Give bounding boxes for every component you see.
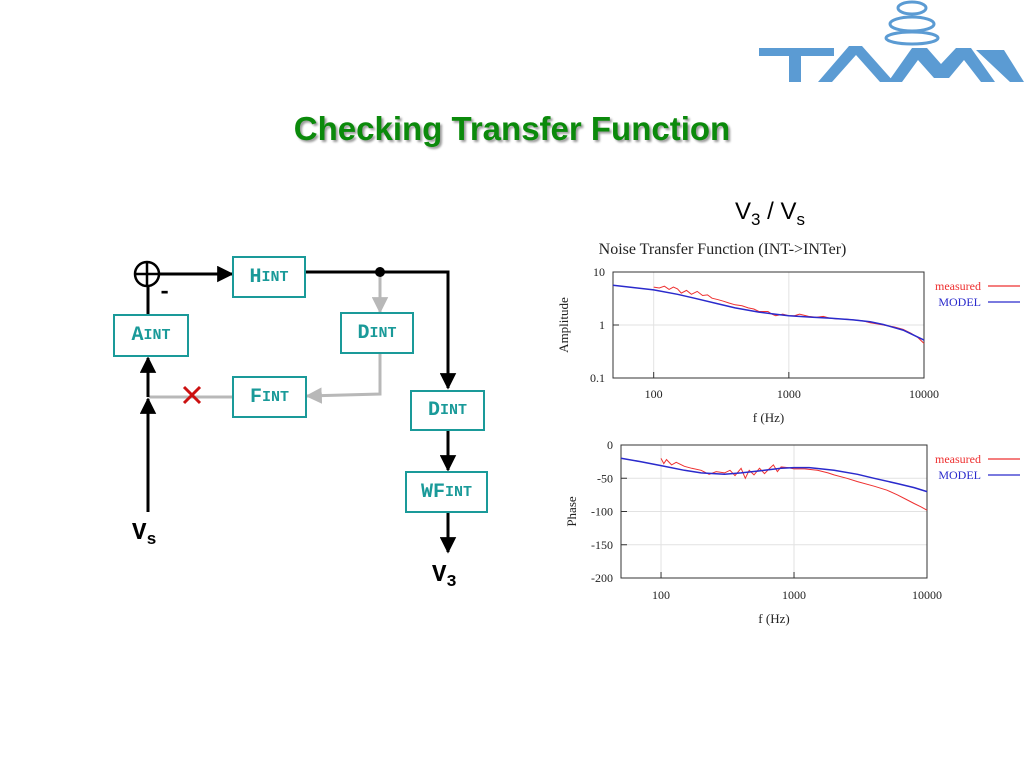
logo-stem (789, 54, 801, 82)
amplitude-plot: 100 1000 10000 10 1 0.1 Noise Transfer Functio… (556, 241, 1020, 425)
x-tick-label-1: 1000 (782, 588, 806, 602)
input-signal-main: V (132, 520, 147, 547)
ratio-num-sub: 3 (751, 210, 761, 229)
wire-dint-to-fint (305, 354, 382, 404)
tama-logo (759, 0, 1024, 82)
legend-label-measured: measured (935, 452, 981, 466)
series-line-model (612, 284, 925, 341)
ratio-den-main: V (780, 198, 797, 225)
output-signal-main: V (432, 562, 447, 589)
summer-minus-sign: - (158, 280, 172, 305)
x-axis-label: f (Hz) (753, 410, 784, 425)
y-tick-label-0: 10 (593, 265, 605, 279)
block-h-int-main: H (249, 265, 262, 289)
y-tick-label-4: -200 (591, 571, 613, 585)
chart-title: Noise Transfer Function (INT->INTer) (599, 241, 847, 258)
legend-label-measured: measured (935, 279, 981, 293)
block-wf-int-sub: INT (445, 483, 473, 501)
y-tick-label-2: 0.1 (590, 371, 605, 385)
block-d-int-feedback-sub: INT (369, 324, 397, 342)
x-axis-label: f (Hz) (758, 611, 789, 626)
series-line-measured (660, 458, 928, 511)
branch-node (375, 267, 385, 277)
y-axis-label: Amplitude (556, 297, 571, 353)
logo-arch-1 (818, 46, 894, 82)
phase-plot: 100 1000 10000 0 -50 -100 -150 -200 f (Hz) Phase m… (564, 438, 1020, 626)
logo-arch-2 (888, 48, 995, 82)
output-signal-label: V3 (432, 562, 457, 592)
series-line-model (620, 457, 928, 493)
logo-ring-3 (884, 30, 940, 46)
logo-arch-3 (976, 50, 1024, 82)
cut-mark-icon (182, 385, 202, 405)
x-tick-label-2: 10000 (909, 387, 939, 401)
plot-frame (620, 444, 928, 579)
block-diagram (133, 260, 457, 554)
block-wf-int-main: WF (420, 480, 445, 504)
y-tick-label-1: -50 (597, 471, 613, 485)
wire-hint-forward (306, 270, 457, 390)
x-tick-label-2: 10000 (912, 588, 942, 602)
logo-bar-left (759, 48, 834, 56)
legend-label-model: MODEL (938, 468, 981, 482)
input-signal-sub: s (146, 531, 157, 550)
plot-frame (612, 271, 925, 379)
y-tick-label-0: 0 (607, 438, 613, 452)
transfer-ratio-label: V3 / Vs (735, 198, 806, 229)
y-axis-label: Phase (564, 496, 579, 527)
block-d-int-forward-main: D (427, 399, 440, 422)
block-d-int-feedback-main: D (357, 321, 370, 345)
x-tick-label-1: 1000 (777, 387, 801, 401)
x-tick-label-0: 100 (652, 588, 670, 602)
y-tick-label-3: -150 (591, 538, 613, 552)
ratio-num-main: V (735, 198, 752, 225)
block-a-int-main: A (131, 324, 144, 347)
block-a-int-sub: INT (143, 327, 171, 344)
block-d-int-forward-sub: INT (440, 402, 468, 419)
logo-ring-1 (896, 0, 928, 16)
legend-label-model: MODEL (938, 295, 981, 309)
ratio-sep: / (760, 198, 781, 225)
x-tick-label-0: 100 (645, 387, 663, 401)
block-h-int-sub: INT (261, 268, 289, 286)
ratio-den-sub: s (796, 210, 806, 229)
slide-title: Checking Transfer Function (293, 110, 731, 147)
block-f-int-main: F (249, 385, 262, 409)
input-signal-label: Vs (132, 520, 157, 550)
output-signal-sub: 3 (446, 573, 457, 592)
y-tick-label-1: 1 (599, 318, 605, 332)
y-tick-label-2: -100 (591, 505, 613, 519)
block-f-int-sub: INT (262, 388, 290, 406)
